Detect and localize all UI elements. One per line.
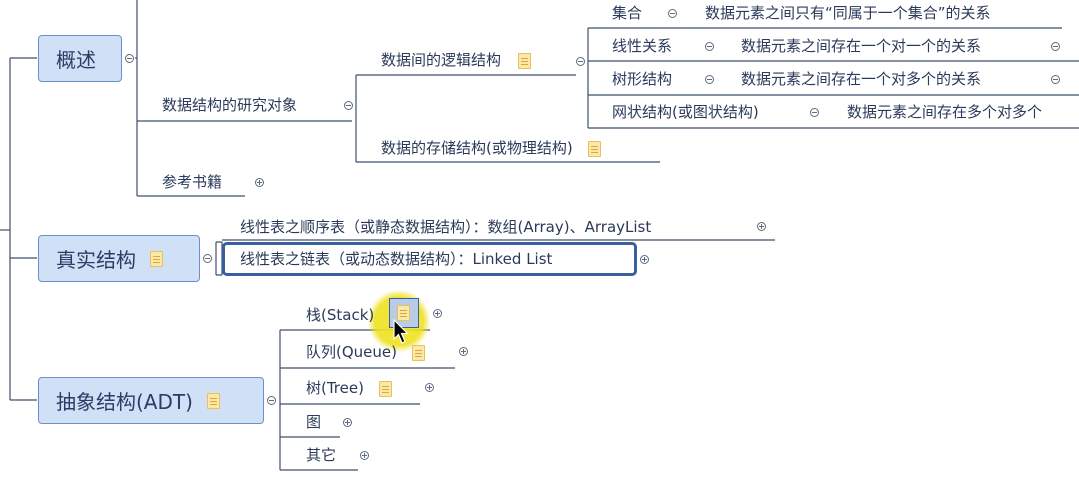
logical-item-desc[interactable]: 数据元素之间存在多个对多个	[847, 102, 1042, 122]
note-icon[interactable]	[206, 392, 220, 409]
adt-item-expand-toggle[interactable]	[459, 347, 468, 356]
logical-item-desc[interactable]: 数据元素之间只有“同属于一个集合”的关系	[705, 3, 991, 23]
adt-item-label: 栈(Stack)	[306, 306, 375, 324]
note-icon[interactable]	[378, 380, 392, 397]
adt-item-queue[interactable]: 队列(Queue)	[306, 342, 425, 362]
logical-item-desc-toggle[interactable]	[1051, 75, 1060, 84]
adt-node[interactable]: 抽象结构(ADT)	[38, 377, 264, 424]
logical-structure-label: 数据间的逻辑结构	[381, 51, 502, 69]
logical-item-label: 树形结构	[612, 70, 673, 88]
books-label: 参考书籍	[162, 173, 223, 191]
real-structure-collapse-toggle[interactable]	[203, 254, 212, 263]
adt-item-other[interactable]: 其它	[306, 445, 336, 465]
adt-item-expand-toggle[interactable]	[425, 383, 434, 392]
note-icon[interactable]	[517, 52, 531, 69]
logical-item-desc[interactable]: 数据元素之间存在一个对一个的关系	[741, 36, 981, 56]
mouse-pointer-icon	[393, 319, 409, 344]
real-item-linked[interactable]: 线性表之链表（或动态数据结构）：Linked List	[240, 249, 552, 269]
logical-item-label: 网状结构(或图状结构)	[612, 103, 759, 121]
logical-structure-collapse-toggle[interactable]	[576, 57, 585, 66]
note-icon[interactable]	[397, 305, 410, 321]
adt-item-stack[interactable]: 栈(Stack)	[306, 305, 374, 325]
logical-item-toggle[interactable]	[810, 108, 819, 117]
books-expand-toggle[interactable]	[255, 178, 264, 187]
selected-note-icon[interactable]	[389, 298, 419, 328]
logical-item-toggle[interactable]	[668, 9, 677, 18]
adt-item-graph[interactable]: 图	[306, 412, 321, 432]
logical-structure-node[interactable]: 数据间的逻辑结构	[381, 50, 531, 70]
storage-structure-node[interactable]: 数据的存储结构(或物理结构)	[381, 138, 601, 158]
storage-structure-label: 数据的存储结构(或物理结构)	[381, 139, 573, 157]
real-structure-node[interactable]: 真实结构	[38, 235, 200, 282]
logical-item-set[interactable]: 集合	[612, 3, 642, 23]
overview-collapse-toggle[interactable]	[125, 54, 134, 63]
real-item-expand-toggle[interactable]	[757, 222, 766, 231]
research-object-label: 数据结构的研究对象	[162, 96, 298, 114]
adt-item-expand-toggle[interactable]	[360, 451, 369, 460]
selected-node-linked-list[interactable]	[222, 242, 637, 276]
books-node[interactable]: 参考书籍	[162, 172, 222, 192]
logical-item-desc-text: 数据元素之间存在一个对一个的关系	[741, 37, 982, 55]
overview-node[interactable]: 概述	[38, 35, 122, 82]
logical-item-linear[interactable]: 线性关系	[612, 36, 672, 56]
real-item-sequential[interactable]: 线性表之顺序表（或静态数据结构）：数组(Array)、ArrayList	[240, 217, 651, 237]
logical-item-label: 线性关系	[612, 37, 673, 55]
real-item-label: 线性表之链表（或动态数据结构）：Linked List	[240, 250, 553, 268]
research-object-collapse-toggle[interactable]	[344, 101, 353, 110]
note-icon[interactable]	[150, 250, 163, 267]
logical-item-label: 集合	[612, 4, 643, 22]
overview-label: 概述	[56, 48, 96, 72]
adt-collapse-toggle[interactable]	[267, 396, 276, 405]
adt-label: 抽象结构(ADT)	[56, 390, 193, 414]
logical-item-desc[interactable]: 数据元素之间存在一个对多个的关系	[741, 69, 981, 89]
adt-item-tree[interactable]: 树(Tree)	[306, 378, 392, 398]
adt-item-label: 树(Tree)	[306, 379, 364, 397]
adt-item-label: 其它	[306, 446, 337, 464]
note-icon[interactable]	[587, 140, 601, 157]
logical-item-desc-text: 数据元素之间存在一个对多个的关系	[741, 70, 982, 88]
adt-item-label: 图	[306, 413, 322, 431]
note-icon[interactable]	[411, 344, 425, 361]
logical-item-desc-text: 数据元素之间只有“同属于一个集合”的关系	[705, 4, 991, 22]
logical-item-desc-text: 数据元素之间存在多个对多个	[847, 103, 1043, 121]
research-object-node[interactable]: 数据结构的研究对象	[162, 95, 297, 115]
adt-item-label: 队列(Queue)	[306, 343, 397, 361]
real-item-label: 线性表之顺序表（或静态数据结构）：数组(Array)、ArrayList	[240, 218, 652, 236]
logical-item-tree[interactable]: 树形结构	[612, 69, 672, 89]
logical-item-graph[interactable]: 网状结构(或图状结构)	[612, 102, 759, 122]
real-item-expand-toggle[interactable]	[640, 255, 649, 264]
real-structure-label: 真实结构	[56, 248, 136, 272]
logical-item-toggle[interactable]	[705, 42, 714, 51]
adt-item-expand-toggle[interactable]	[343, 418, 352, 427]
adt-item-expand-toggle[interactable]	[433, 309, 442, 318]
logical-item-desc-toggle[interactable]	[1051, 42, 1060, 51]
logical-item-toggle[interactable]	[705, 75, 714, 84]
